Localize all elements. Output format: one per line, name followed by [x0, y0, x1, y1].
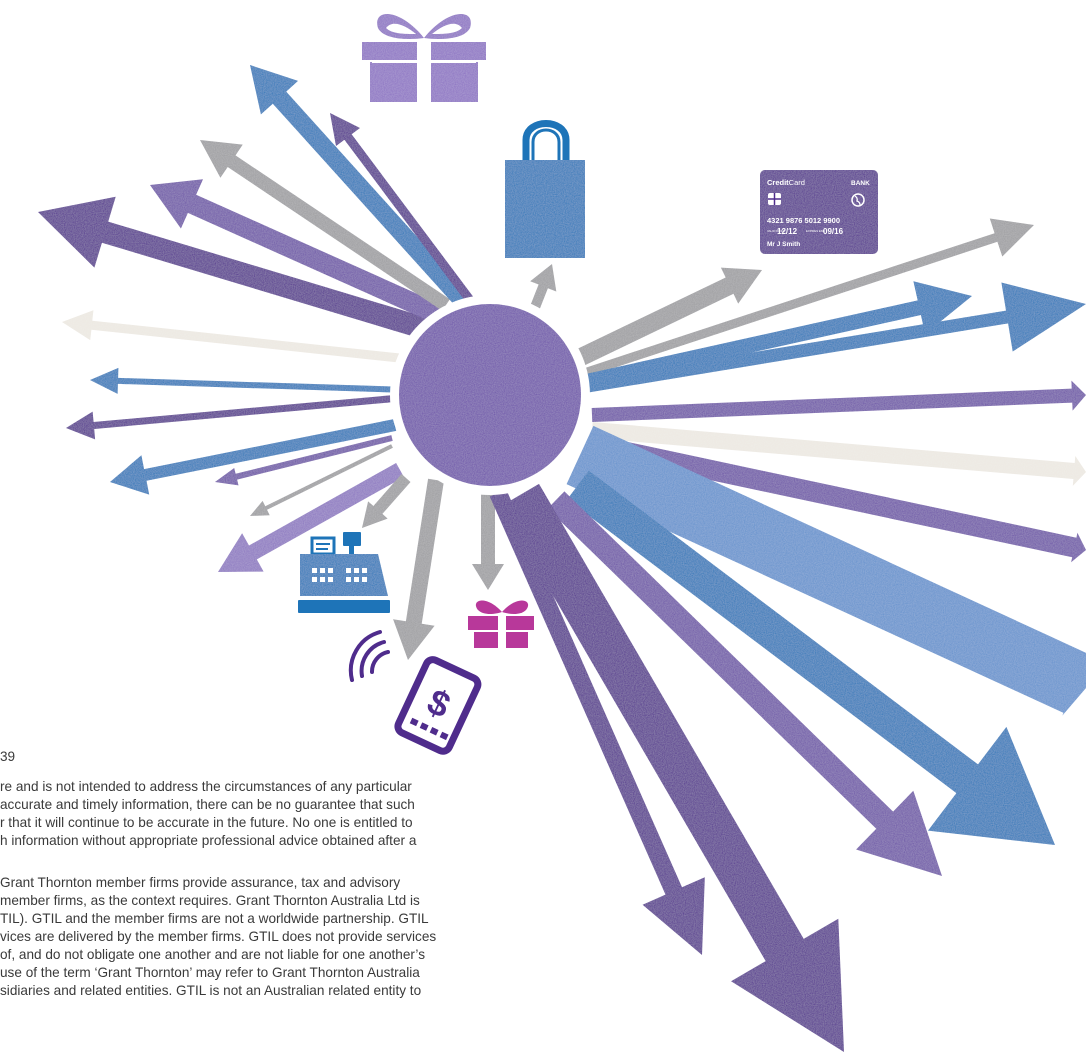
- card-bank: BANK: [851, 180, 870, 187]
- arrow-to-card: [571, 267, 762, 369]
- gift-icon: [362, 14, 486, 102]
- arrows-layer: [38, 65, 1086, 1052]
- arrow-left-blue-thin: [90, 367, 409, 394]
- arrow-right-purple-low: [591, 435, 1086, 563]
- arrow-down-large-purple: [501, 483, 844, 1052]
- arrow-down-right-blue: [567, 470, 1055, 845]
- arrow-to-small-gift: [472, 490, 504, 590]
- card-holder: Mr J Smith: [767, 241, 800, 248]
- arrow-up-blue: [250, 65, 469, 306]
- arrow-upper-left: [38, 196, 434, 341]
- credit-card-icon: CreditCard BANK 4321 9876 5012 9900 VALI…: [760, 170, 878, 254]
- cash-register-icon: [298, 532, 390, 613]
- shopping-bag-icon: [505, 120, 585, 258]
- arrow-to-register: [362, 474, 411, 528]
- arrow-left-cream: [62, 310, 419, 365]
- arrow-right-cream: [591, 422, 1086, 486]
- arrow-down-right-purple: [547, 491, 942, 876]
- arrow-down-gray: [393, 478, 444, 660]
- arrow-left-blue: [110, 419, 397, 495]
- contactless-payment-icon: $: [348, 630, 482, 755]
- valid-from-date: 12/12: [777, 227, 798, 236]
- arrow-up-left-gray: [200, 140, 450, 311]
- arrow-right-blue: [582, 281, 972, 390]
- arrow-right-blue-large: [586, 282, 1086, 393]
- arrow-left-purple: [66, 394, 401, 440]
- card-number: 4321 9876 5012 9900: [767, 216, 840, 225]
- arrow-right-purple: [591, 380, 1086, 422]
- register-keys: [312, 568, 367, 582]
- arrow-left-purple-small: [215, 435, 393, 486]
- globe-icon: [851, 193, 865, 207]
- arrow-down-purple: [489, 489, 705, 955]
- arrow-down-left-lavender: [218, 463, 404, 572]
- arrow-up-left-purple: [150, 179, 445, 325]
- arrow-right-light-blue: [566, 425, 1086, 716]
- arrow-right-gray: [576, 218, 1034, 380]
- expires-date: 09/16: [823, 227, 844, 236]
- signal-waves-icon: [348, 630, 390, 682]
- small-gift-icon: [468, 600, 534, 648]
- arrow-left-gray-thin: [250, 444, 393, 516]
- card-brand: CreditCard: [767, 178, 805, 187]
- arrow-up-thin-purple: [330, 113, 474, 303]
- central-hub: [390, 295, 590, 495]
- expires-caption: EXPIRES END: [806, 229, 825, 233]
- valid-from-caption: VALID FROM: [767, 229, 785, 233]
